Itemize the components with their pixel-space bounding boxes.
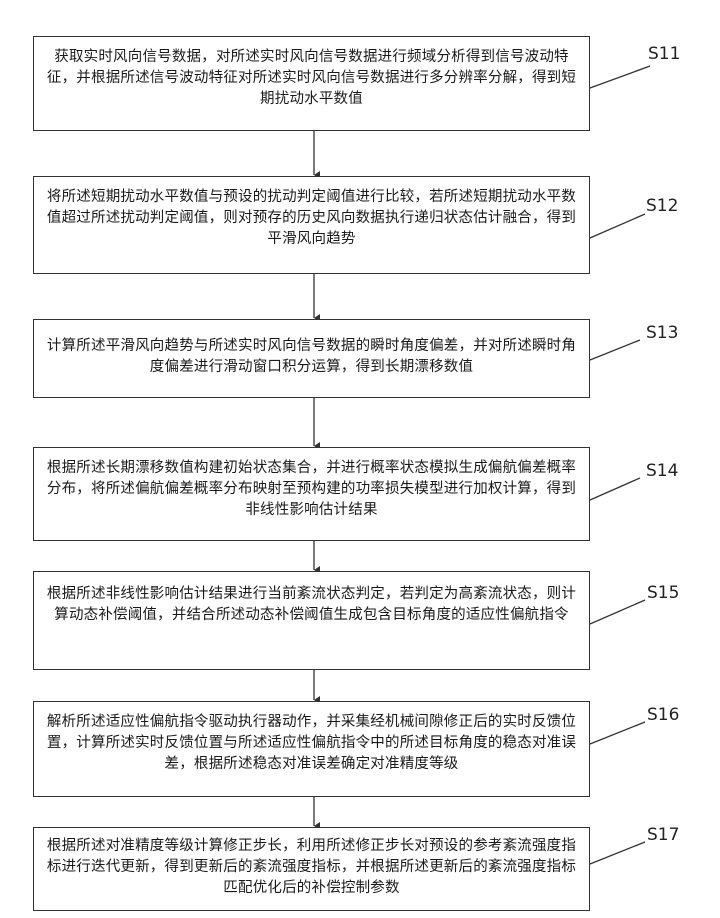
step-label-s14: S14 — [646, 461, 678, 481]
step-text: 将所述短期扰动水平数值与预设的扰动判定阈值进行比较，若所述短期扰动水平数值超过所… — [47, 189, 576, 247]
step-text: 根据所述非线性影响估计结果进行当前紊流状态判定，若判定为高紊流状态，则计算动态补… — [47, 586, 576, 623]
leader-s11 — [590, 66, 650, 88]
step-text: 计算所述平滑风向趋势与所述实时风向信号数据的瞬时角度偏差，并对所述瞬时角度偏差进… — [47, 338, 576, 375]
step-label-s12: S12 — [646, 196, 678, 216]
step-text: 获取实时风向信号数据，对所述实时风向信号数据进行频域分析得到信号波动特征，并根据… — [47, 49, 576, 107]
step-box-s14: 根据所述长期漂移数值构建初始状态集合，并进行概率状态模拟生成偏航偏差概率分布，将… — [33, 447, 590, 541]
step-label-s11: S11 — [648, 44, 680, 64]
step-text: 根据所述对准精度等级计算修正步长，利用所述修正步长对预设的参考紊流强度指标进行迭… — [47, 838, 576, 896]
step-text: 解析所述适应性偏航指令驱动执行器动作，并采集经机械间隙修正后的实时反馈位置，计算… — [47, 714, 576, 772]
step-label-s17: S17 — [647, 825, 679, 845]
step-label-s13: S13 — [646, 323, 678, 343]
leader-s13 — [590, 340, 640, 360]
step-box-s11: 获取实时风向信号数据，对所述实时风向信号数据进行频域分析得到信号波动特征，并根据… — [33, 36, 590, 131]
leader-s15 — [590, 600, 645, 624]
step-box-s16: 解析所述适应性偏航指令驱动执行器动作，并采集经机械间隙修正后的实时反馈位置，计算… — [33, 701, 590, 797]
step-box-s12: 将所述短期扰动水平数值与预设的扰动判定阈值进行比较，若所述短期扰动水平数值超过所… — [33, 176, 590, 274]
step-box-s15: 根据所述非线性影响估计结果进行当前紊流状态判定，若判定为高紊流状态，则计算动态补… — [33, 571, 590, 670]
leader-s12 — [590, 214, 645, 238]
step-box-s13: 计算所述平滑风向趋势与所述实时风向信号数据的瞬时角度偏差，并对所述瞬时角度偏差进… — [33, 319, 590, 398]
leader-s17 — [590, 842, 645, 864]
step-text: 根据所述长期漂移数值构建初始状态集合，并进行概率状态模拟生成偏航偏差概率分布，将… — [47, 460, 576, 518]
leader-s16 — [590, 722, 645, 744]
step-label-s16: S16 — [647, 705, 679, 725]
leader-s14 — [590, 478, 640, 500]
step-box-s17: 根据所述对准精度等级计算修正步长，利用所述修正步长对预设的参考紊流强度指标进行迭… — [33, 827, 590, 911]
step-label-s15: S15 — [647, 583, 679, 603]
